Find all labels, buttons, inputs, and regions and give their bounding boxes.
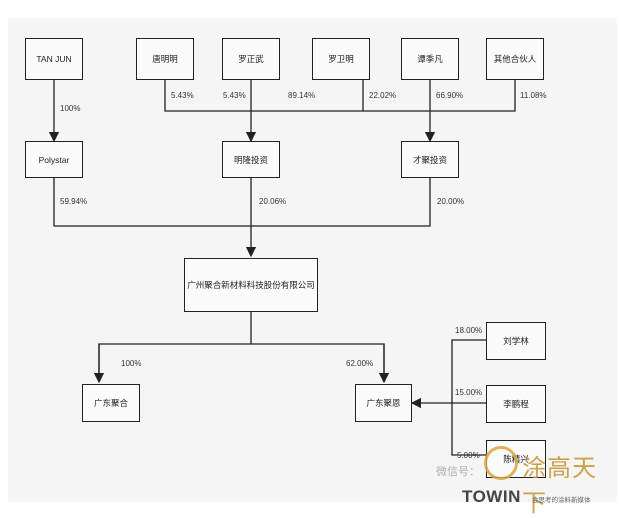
- pct-tang-to-minglong: 5.43%: [171, 91, 194, 100]
- node-tan-jifan: 谭季凡: [401, 38, 459, 80]
- pct-li-to-gdjuen: 15.00%: [455, 388, 483, 397]
- wechat-watermark: 微信号：: [436, 466, 480, 478]
- node-liu-xuelin: 刘学林: [486, 322, 546, 360]
- pct-minglong-to-gz: 20.06%: [259, 197, 287, 206]
- pct-caiju-to-gz: 20.00%: [437, 197, 465, 206]
- node-luo-weiming: 罗卫明: [312, 38, 370, 80]
- pct-liu-to-gdjuen: 18.00%: [455, 326, 483, 335]
- node-minglong: 明隆投资: [222, 141, 280, 178]
- pct-zhengwu-to-minglong: 5.43%: [223, 91, 246, 100]
- node-li-pengcheng: 李鹏程: [486, 385, 546, 423]
- pct-weiming-to-minglong: 89.14%: [288, 91, 316, 100]
- brand-watermark: 涂高天下: [522, 454, 597, 517]
- node-tang-mingming: 唐明明: [136, 38, 194, 80]
- node-guangdong-juhe: 广东聚合: [82, 384, 140, 422]
- node-tan-jun: TAN JUN: [25, 38, 83, 80]
- node-guangdong-juen: 广东聚恩: [355, 384, 412, 422]
- pct-weiming-to-caiju: 22.02%: [369, 91, 397, 100]
- node-polystar: Polystar: [25, 141, 83, 178]
- brand-logo-icon: [484, 446, 518, 480]
- node-other-partners: 其他合伙人: [486, 38, 544, 80]
- pct-tanjifan-to-caiju: 66.90%: [436, 91, 464, 100]
- pct-tan-to-polystar: 100%: [60, 104, 81, 113]
- pct-polystar-to-gz: 59.94%: [60, 197, 88, 206]
- node-caiju: 才聚投资: [401, 141, 459, 178]
- node-luo-zhengwu: 罗正武: [222, 38, 280, 80]
- pct-gz-to-gdjuen: 62.00%: [346, 359, 374, 368]
- towin-logo: TOWIN: [462, 487, 521, 506]
- towin-slogan: 会思考的涂料新媒体: [532, 497, 591, 504]
- pct-third-to-gdjuen: 5.00%: [457, 451, 480, 460]
- pct-gz-to-gdjuhe: 100%: [121, 359, 142, 368]
- pct-other-to-caiju: 11.08%: [520, 91, 547, 100]
- node-guangzhou-juhe: 广州聚合新材料科技股份有限公司: [184, 258, 318, 312]
